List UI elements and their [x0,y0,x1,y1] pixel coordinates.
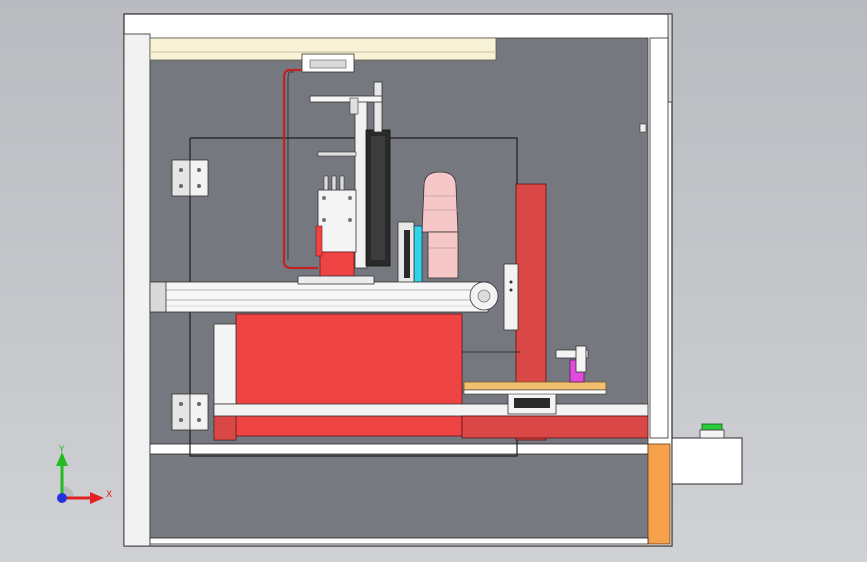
frame-right-edge [667,13,673,103]
linear-module-end-cap [149,281,167,313]
red-base-block[interactable] [235,313,463,437]
axis-triad-icon [56,452,104,504]
bottom-red-plate [461,415,649,439]
axis-y-label: Y [58,445,65,455]
divider-shelf [149,443,649,455]
lower-compartment [149,453,649,539]
wood-plate [463,381,607,391]
red-cable [282,68,318,270]
bottom-rail [213,403,649,417]
back-frame-outline [189,137,518,457]
lift-column-rail [354,97,368,269]
cyan-panel [413,225,423,283]
linear-module[interactable] [149,281,489,313]
frame-left-post [123,33,151,547]
hinge-icon [171,393,209,431]
axis-x-label: X [106,490,112,500]
control-box [671,437,743,485]
push-button-icon[interactable] [699,423,725,439]
plate-bracket[interactable] [503,263,519,331]
top-arm[interactable] [309,95,383,103]
tool-head-red-base [319,251,355,277]
orange-strip [647,443,671,545]
hinge-icon [171,159,209,197]
pink-cylinder[interactable] [421,171,459,279]
